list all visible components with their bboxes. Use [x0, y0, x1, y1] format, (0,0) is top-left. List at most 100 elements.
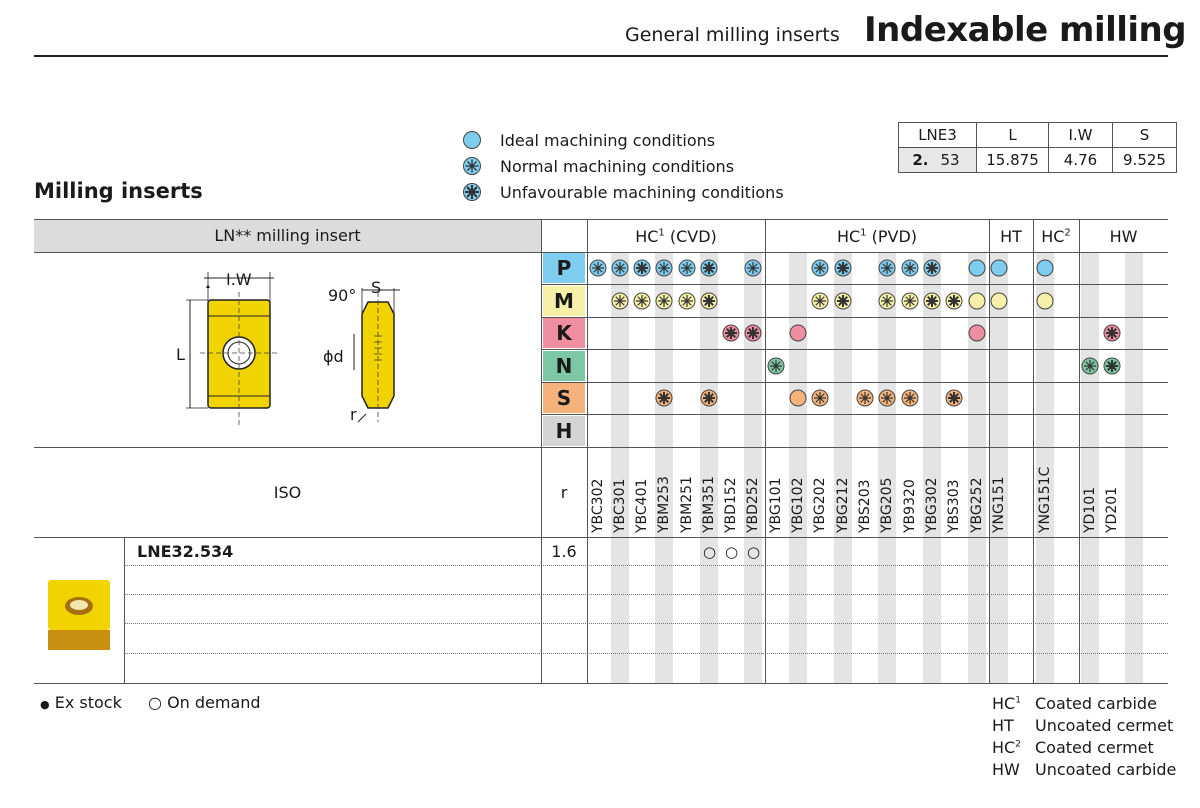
grade-name: YBG205 — [879, 477, 895, 533]
table-rule — [587, 219, 588, 683]
table-rule — [34, 683, 1168, 684]
insert-drawing — [186, 272, 400, 427]
material-p: P — [543, 253, 585, 283]
normal-mark — [678, 259, 696, 277]
drawing-s-label: S — [371, 278, 382, 297]
page-subtitle: General milling inserts — [625, 24, 840, 46]
group-hc1-pvd-sup: 1 — [860, 227, 867, 239]
abbrev-3-sup: 2 — [1015, 739, 1021, 750]
group-hc2: HC2 — [1033, 227, 1079, 246]
normal-mark — [811, 292, 829, 310]
grade-name: YBG101 — [768, 477, 784, 533]
normal-mark — [811, 259, 829, 277]
normal-mark — [678, 292, 696, 310]
grade-name: YBG302 — [924, 477, 940, 533]
dim-header-lne3: LNE3 — [898, 122, 977, 148]
insert-header-label: LN** milling insert — [214, 226, 361, 245]
grade-stripe — [1036, 252, 1054, 683]
table-rule — [34, 219, 1168, 220]
drawing-l-label: L — [176, 345, 185, 364]
grade-stripe — [789, 252, 807, 683]
grade-name: YBG252 — [969, 477, 985, 533]
table-rule — [34, 447, 1168, 448]
table-rule — [1079, 219, 1080, 683]
normal-mark — [633, 292, 651, 310]
dim-iw-value: 4.76 — [1048, 147, 1113, 173]
group-hc2-code: HC — [1041, 227, 1065, 246]
grade-name: YBM251 — [679, 476, 695, 533]
grade-name: YBC302 — [590, 478, 606, 533]
legend-unfavourable: Unfavourable machining conditions — [462, 182, 784, 202]
normal-asterisk-circle-icon — [463, 157, 481, 175]
grade-stripe — [700, 252, 718, 683]
drawing-angle-label: 90° — [328, 286, 357, 305]
page-title: Indexable milling — [864, 10, 1187, 50]
dim-header-l: L — [976, 122, 1049, 148]
ex-stock-label: Ex stock — [54, 693, 122, 712]
abbrev-3-desc: Coated cermet — [1035, 738, 1154, 757]
group-hc1-pvd: HC1 (PVD) — [765, 227, 989, 246]
group-hc1-pvd-suffix: (PVD) — [866, 227, 918, 246]
abbrev-1-code: HC — [992, 694, 1016, 713]
dim-s-value: 9.525 — [1112, 147, 1177, 173]
grade-name: YBS203 — [857, 479, 873, 533]
grade-name: YBD252 — [745, 477, 761, 533]
grade-stripe — [968, 252, 986, 683]
unfavourable-mark — [1103, 324, 1121, 342]
grade-name: YD101 — [1082, 486, 1098, 533]
group-hc1-pvd-code: HC — [836, 227, 861, 246]
on-demand-mark: ○ — [747, 543, 761, 561]
ex-stock-dot-icon: ● — [40, 698, 50, 711]
grade-stripe — [744, 252, 762, 683]
unfavourable-asterisk-circle-icon — [463, 183, 481, 201]
unfavourable-mark — [945, 389, 963, 407]
abbrev-1: HC1 — [992, 694, 1021, 713]
on-demand-circle-icon: ○ — [148, 693, 162, 712]
normal-mark — [767, 357, 785, 375]
grade-stripe — [834, 252, 852, 683]
grade-stripe — [1125, 252, 1143, 683]
grade-stripe — [611, 252, 629, 683]
drawing-r-label: r — [350, 405, 357, 424]
legend-on-demand: ○ On demand — [148, 693, 261, 712]
abbrev-2-desc: Uncoated cermet — [1035, 716, 1174, 735]
abbrev-4-desc: Uncoated carbide — [1035, 760, 1177, 779]
table-rule — [34, 252, 1168, 253]
grade-name: YBC301 — [612, 478, 628, 533]
dimension-table: LNE3 L I.W S 2. 53 15.875 4.76 9.525 — [898, 122, 1177, 173]
legend-ex-stock: ● Ex stock — [40, 693, 122, 712]
table-rule — [541, 317, 1168, 318]
material-s: S — [543, 383, 585, 413]
iso-label: ISO — [273, 483, 302, 502]
legend-ideal: Ideal machining conditions — [462, 130, 715, 150]
table-rule — [124, 623, 1168, 624]
grade-name: YBM253 — [656, 476, 672, 533]
legend-normal-label: Normal machining conditions — [500, 156, 735, 176]
table-rule — [541, 382, 1168, 383]
dim-header-iw: I.W — [1048, 122, 1113, 148]
material-n: N — [543, 351, 585, 381]
group-ht: HT — [1000, 227, 1022, 246]
grade-name: YBG102 — [790, 477, 806, 533]
abbrev-3: HC2 — [992, 738, 1021, 757]
abbrev-1-sup: 1 — [1015, 695, 1021, 706]
unfavourable-mark — [722, 324, 740, 342]
grade-name: YNG151C — [1037, 466, 1053, 533]
on-demand-mark: ○ — [725, 543, 739, 561]
on-demand-label: On demand — [167, 693, 261, 712]
unfavourable-mark — [633, 259, 651, 277]
grade-name: YBS303 — [946, 479, 962, 533]
product-r: 1.6 — [551, 542, 577, 561]
abbrev-4: HW — [992, 760, 1020, 779]
grade-stripe — [923, 252, 941, 683]
abbrev-3-code: HC — [992, 738, 1016, 757]
table-rule — [124, 565, 1168, 566]
table-rule — [1033, 219, 1034, 683]
r-label: r — [560, 483, 568, 502]
side-view — [353, 288, 400, 423]
table-rule — [541, 284, 1168, 285]
material-h: H — [543, 416, 585, 446]
legend-normal: Normal machining conditions — [462, 156, 734, 176]
dim-header-s: S — [1112, 122, 1177, 148]
grade-stripe — [878, 252, 896, 683]
